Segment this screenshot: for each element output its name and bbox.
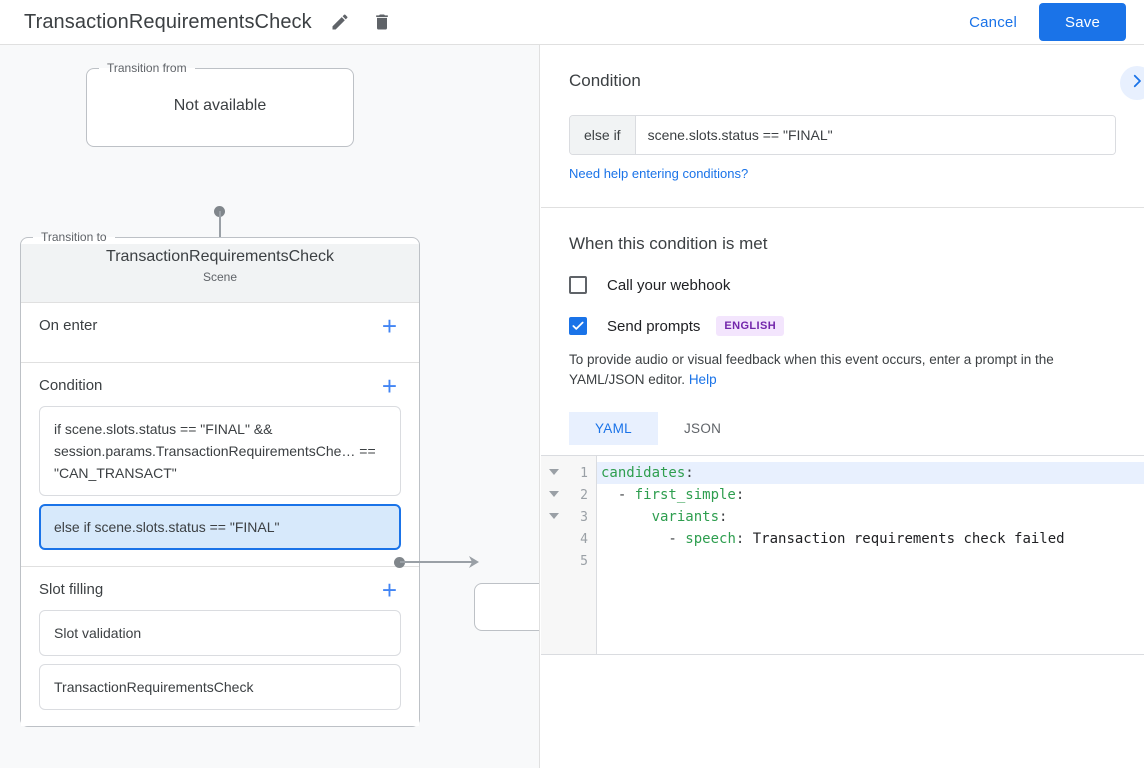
cancel-button[interactable]: Cancel bbox=[955, 6, 1031, 39]
add-condition-button[interactable]: + bbox=[381, 370, 397, 401]
pencil-icon bbox=[330, 12, 350, 32]
flow-canvas[interactable]: Transition from Not available Transition… bbox=[0, 45, 540, 768]
line-number-label: 3 bbox=[580, 509, 588, 525]
editor-code-line: candidates: bbox=[597, 462, 1144, 484]
code-token: - bbox=[601, 487, 635, 503]
code-token: : bbox=[735, 487, 745, 503]
section-on-enter-title: On enter bbox=[39, 317, 98, 334]
code-token: Transaction requirements check failed bbox=[752, 531, 1065, 547]
section-slot-filling-header: Slot filling + bbox=[39, 574, 401, 605]
code-token: candidates bbox=[601, 465, 686, 481]
condition-item-selected[interactable]: else if scene.slots.status == "FINAL" bbox=[39, 504, 401, 550]
editor-gutter: 1 2 3 4 5 bbox=[541, 456, 597, 654]
fold-triangle-icon[interactable] bbox=[549, 469, 559, 475]
condition-prefix-label: else if bbox=[570, 116, 636, 154]
fold-triangle-icon[interactable] bbox=[549, 491, 559, 497]
line-number-label: 2 bbox=[580, 487, 588, 503]
section-slot-filling-title: Slot filling bbox=[39, 581, 104, 598]
delete-button[interactable] bbox=[368, 8, 396, 36]
editor-code-line: - speech: Transaction requirements check… bbox=[597, 528, 1144, 550]
section-condition: Condition + if scene.slots.status == "FI… bbox=[21, 362, 419, 566]
transition-from-node[interactable]: Transition from Not available bbox=[86, 61, 354, 147]
condition-section: Condition else if Need help entering con… bbox=[541, 45, 1144, 208]
section-slot-filling: Slot filling + Slot validation Transacti… bbox=[21, 566, 419, 726]
transition-from-value: Not available bbox=[173, 97, 267, 114]
send-prompts-row[interactable]: Send prompts ENGLISH bbox=[569, 316, 1116, 336]
scene-card-header: TransactionRequirementsCheck Scene bbox=[21, 244, 419, 302]
section-on-enter-header: On enter + bbox=[39, 310, 401, 341]
condition-help-link[interactable]: Need help entering conditions? bbox=[569, 166, 749, 181]
webhook-row[interactable]: Call your webhook bbox=[569, 276, 1116, 294]
code-token: : bbox=[735, 531, 753, 547]
line-number-label: 4 bbox=[580, 531, 588, 547]
collapse-panel-button[interactable] bbox=[1120, 66, 1144, 100]
editor-line-number: 2 bbox=[541, 484, 596, 506]
condition-item[interactable]: if scene.slots.status == "FINAL" && sess… bbox=[39, 406, 401, 496]
prompts-help-link[interactable]: Help bbox=[688, 372, 717, 387]
code-editor[interactable]: 1 2 3 4 5 candidates: - first_simple: varian… bbox=[541, 455, 1144, 655]
code-token: variants bbox=[651, 509, 720, 525]
section-on-enter: On enter + bbox=[21, 302, 419, 362]
condition-section-title: Condition bbox=[569, 71, 641, 90]
editor-line-number: 3 bbox=[541, 506, 596, 528]
transition-to-legend: Transition to bbox=[41, 230, 107, 244]
when-condition-met-title: When this condition is met bbox=[569, 234, 768, 253]
section-condition-header: Condition + bbox=[39, 370, 401, 401]
slot-filling-item[interactable]: TransactionRequirementsCheck bbox=[39, 664, 401, 710]
tab-json[interactable]: JSON bbox=[683, 421, 722, 436]
code-token: first_simple bbox=[634, 487, 736, 503]
editor-line-number: 1 bbox=[541, 462, 596, 484]
when-condition-met-section: When this condition is met Call your web… bbox=[541, 208, 1144, 679]
editor-code-line bbox=[597, 550, 1144, 572]
editor-line-number: 4 bbox=[541, 528, 596, 550]
code-token: - bbox=[601, 531, 686, 547]
send-prompts-label: Send prompts bbox=[607, 317, 701, 335]
add-slot-filling-button[interactable]: + bbox=[381, 574, 397, 605]
editor-format-tabs: YAML JSON bbox=[569, 412, 1116, 445]
section-condition-title: Condition bbox=[39, 377, 103, 394]
editor-code-line: variants: bbox=[597, 506, 1144, 528]
prompts-description-text: To provide audio or visual feedback when… bbox=[569, 352, 1054, 387]
connector-arrow-right bbox=[469, 556, 479, 568]
target-node-stub[interactable] bbox=[474, 583, 539, 631]
code-token: speech bbox=[685, 531, 736, 547]
transition-from-legend: Transition from bbox=[107, 61, 187, 75]
add-on-enter-button[interactable]: + bbox=[381, 310, 397, 341]
edit-name-button[interactable] bbox=[326, 8, 354, 36]
slot-filling-item[interactable]: Slot validation bbox=[39, 610, 401, 656]
editor-code-line: - first_simple: bbox=[597, 484, 1144, 506]
app-header: TransactionRequirementsCheck Cancel Save bbox=[0, 0, 1144, 45]
trash-icon bbox=[372, 12, 392, 32]
call-webhook-checkbox[interactable] bbox=[569, 276, 587, 294]
tab-yaml[interactable]: YAML bbox=[569, 412, 658, 445]
line-number-label: 5 bbox=[580, 553, 588, 569]
code-token: : bbox=[685, 465, 694, 481]
details-panel: Condition else if Need help entering con… bbox=[541, 45, 1144, 768]
scene-type: Scene bbox=[202, 270, 238, 284]
code-token bbox=[601, 509, 652, 525]
connector-line-horizontal bbox=[400, 561, 472, 563]
save-button[interactable]: Save bbox=[1039, 3, 1126, 41]
connector-dot-condition bbox=[394, 557, 405, 568]
fold-triangle-icon[interactable] bbox=[549, 513, 559, 519]
call-webhook-label: Call your webhook bbox=[607, 276, 731, 294]
chevron-right-icon bbox=[1128, 72, 1144, 95]
transition-to-node[interactable]: Transition to TransactionRequirementsChe… bbox=[20, 230, 420, 727]
code-token: : bbox=[719, 509, 728, 525]
condition-input-row[interactable]: else if bbox=[569, 115, 1116, 155]
send-prompts-checkbox[interactable] bbox=[569, 317, 587, 335]
page-title: TransactionRequirementsCheck bbox=[24, 10, 312, 33]
editor-line-number: 5 bbox=[541, 550, 596, 572]
scene-name: TransactionRequirementsCheck bbox=[106, 248, 334, 265]
language-badge: ENGLISH bbox=[716, 316, 785, 336]
line-number-label: 1 bbox=[580, 465, 588, 481]
condition-expression-input[interactable] bbox=[635, 116, 1115, 154]
editor-code-area[interactable]: candidates: - first_simple: variants: - … bbox=[597, 456, 1144, 654]
prompts-description: To provide audio or visual feedback when… bbox=[569, 350, 1116, 390]
